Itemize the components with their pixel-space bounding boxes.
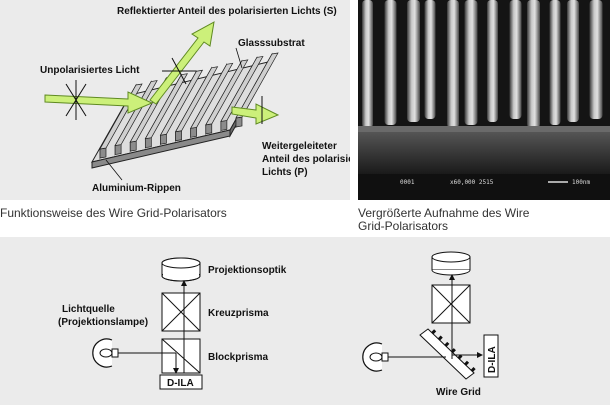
- sem-wire-column: [447, 0, 459, 128]
- sem-micrograph-svg: 0001 x60,000 2515 100nm: [358, 0, 610, 200]
- left-projection-setup: D-ILA Projektionsoptik Kreuzprisma Block…: [58, 257, 287, 390]
- sem-caption-line2: Grid-Polarisators: [358, 219, 449, 233]
- sem-wire-column: [567, 0, 579, 122]
- sem-scale-label: 100nm: [572, 179, 590, 186]
- label-ribs: Aluminium-Rippen: [92, 183, 181, 194]
- incoming-light-arrow: [44, 91, 154, 114]
- aluminium-rib: [114, 144, 122, 155]
- wire-grid-principle-caption: Funktionsweise des Wire Grid-Polarisator…: [0, 206, 227, 220]
- label-transmitted-line3: Lichts (P): [262, 167, 308, 178]
- reflected-light-arrow: [149, 21, 215, 105]
- left-dila-box: [159, 374, 203, 390]
- aluminium-rib: [220, 55, 264, 122]
- label-block-prism: Blockprisma: [208, 352, 268, 363]
- label-projection-optics: Projektionsoptik: [208, 265, 287, 276]
- wire-grid-tooth: [470, 366, 476, 372]
- sem-micrograph: 0001 x60,000 2515 100nm: [358, 0, 610, 200]
- left-cross-prism: [161, 292, 201, 332]
- right-light-source-lamp: [362, 342, 389, 372]
- sem-wire-column: [384, 0, 397, 125]
- wire-grid-tooth: [431, 329, 437, 335]
- sem-databar-id: 0001: [400, 179, 415, 186]
- aluminium-rib: [175, 130, 182, 142]
- left-projection-optics: [161, 257, 201, 282]
- right-dila-box: [483, 334, 499, 378]
- wire-grid-tooth: [444, 341, 450, 347]
- right-projection-optics: [431, 251, 471, 276]
- aluminium-rib: [190, 126, 198, 138]
- aluminium-rib: [174, 66, 219, 133]
- aluminium-rib: [144, 137, 152, 149]
- label-transmitted-line2: Anteil des polarisierten: [262, 154, 350, 165]
- sem-caption-line1: Vergrößerte Aufnahme des Wire: [358, 206, 530, 220]
- polarization-symbol-incoming: [65, 80, 87, 120]
- aluminium-rib: [129, 140, 137, 152]
- sem-caption: Vergrößerte Aufnahme des Wire Grid-Polar…: [358, 207, 529, 233]
- aluminium-rib: [159, 69, 204, 136]
- wire-grid-tooth: [457, 354, 463, 360]
- aluminium-rib: [144, 73, 188, 140]
- aluminium-rib: [235, 116, 243, 128]
- aluminium-rib: [235, 52, 279, 119]
- left-dila-label: D-ILA: [167, 378, 194, 389]
- wire-grid-principle-diagram: Reflektierter Anteil des polarisierten L…: [0, 0, 373, 200]
- label-transmitted-line1: Weitergeleiteter: [262, 141, 337, 152]
- right-projection-setup: D-ILA Wire Grid: [362, 251, 499, 398]
- label-reflected: Reflektierter Anteil des polarisierten L…: [117, 6, 337, 17]
- aluminium-rib: [190, 62, 234, 129]
- transmitted-light-arrow: [231, 103, 280, 125]
- right-dila-label: D-ILA: [487, 346, 498, 373]
- sem-wire-column: [407, 0, 420, 122]
- polarization-symbol-reflected: [162, 57, 196, 85]
- aluminium-rib: [99, 147, 107, 159]
- sem-wire-column: [589, 0, 603, 119]
- right-cross-prism: [431, 284, 471, 324]
- sem-wire-column: [424, 0, 436, 119]
- left-light-source-lamp: [92, 338, 119, 368]
- sem-wire-columns: [362, 0, 603, 128]
- label-unpolarized: Unpolarisiertes Licht: [40, 65, 140, 76]
- left-block-prism: [161, 338, 201, 374]
- projection-optics-svg: D-ILA Projektionsoptik Kreuzprisma Block…: [58, 251, 499, 398]
- wire-grid-tooth: [464, 360, 470, 366]
- label-light-source-line2: (Projektionslampe): [58, 317, 148, 328]
- right-wire-grid-plate: [419, 328, 476, 380]
- sem-substrate: [358, 132, 610, 174]
- label-light-source-line1: Lichtquelle: [62, 304, 115, 315]
- label-substrate: Glasssubstrat: [238, 38, 305, 49]
- aluminium-rib: [220, 120, 228, 131]
- sem-wire-column: [362, 0, 373, 128]
- sem-wire-column: [464, 0, 478, 125]
- aluminium-rib: [205, 123, 213, 135]
- sem-wire-column: [527, 0, 540, 128]
- sem-databar: [358, 174, 610, 200]
- projection-optics-diagram: D-ILA Projektionsoptik Kreuzprisma Block…: [0, 237, 610, 405]
- wire-grid-tooth: [437, 335, 443, 341]
- label-wire-grid: Wire Grid: [436, 387, 481, 398]
- sem-wire-column: [509, 0, 522, 119]
- label-cross-prism: Kreuzprisma: [208, 308, 269, 319]
- aluminium-rib: [160, 133, 167, 145]
- wire-grid-principle-svg: Reflektierter Anteil des polarisierten L…: [40, 6, 373, 194]
- sem-substrate-edge: [358, 126, 610, 132]
- sem-wire-column: [487, 0, 498, 122]
- aluminium-rib: [205, 59, 249, 126]
- sem-wire-column: [549, 0, 561, 125]
- sem-databar-magnification: x60,000 2515: [450, 179, 494, 186]
